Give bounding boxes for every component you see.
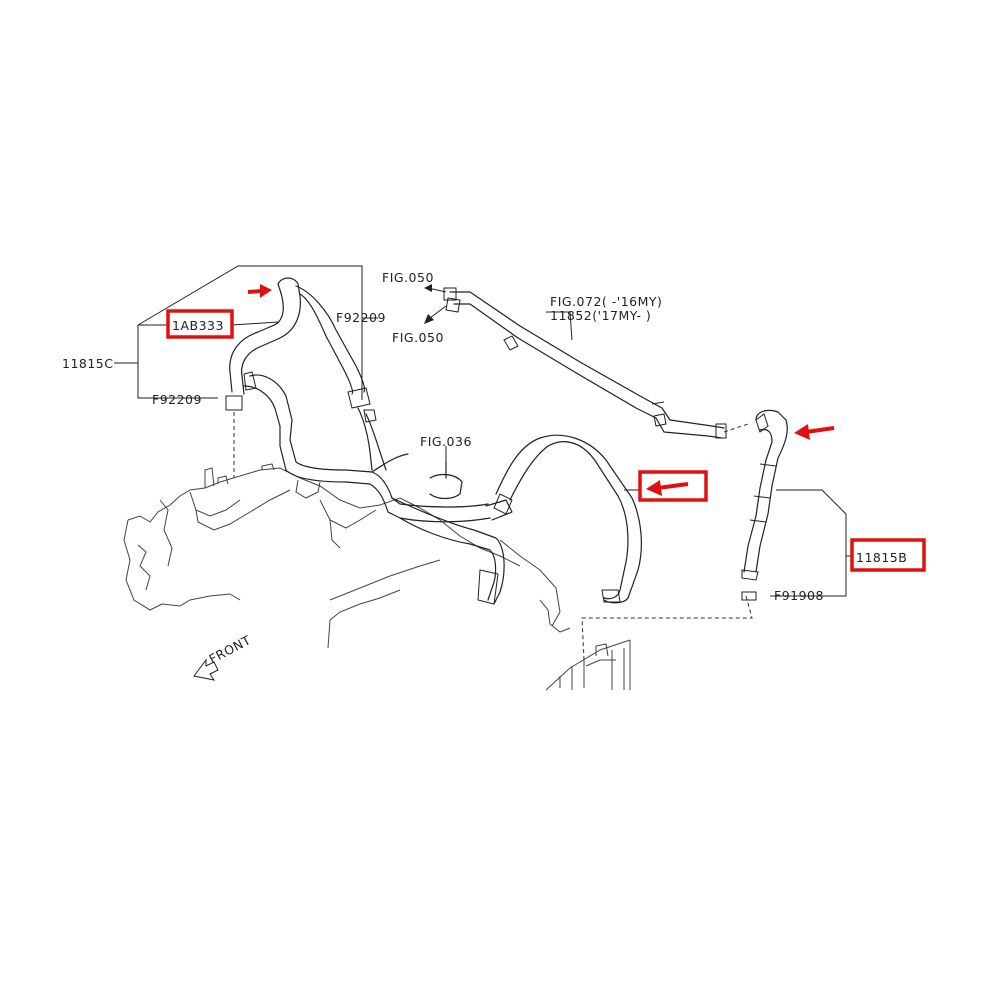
highlight-box-1ab333 [166,309,234,339]
leader-lines [114,265,852,597]
label-f92209-left: F92209 [152,392,202,407]
hose-large-return [493,434,642,604]
pipe-11852 [443,287,727,439]
label-11852: 11852('17MY- ) [550,308,651,323]
highlight-box-11815b [850,538,926,572]
label-11815c: 11815C [62,356,114,371]
arrowhead-fig050-bottom [424,314,434,324]
front-arrow-icon [193,658,219,681]
label-1ab333: 1AB333 [172,318,224,333]
label-11815b: 11815B [856,550,907,565]
arrowhead-fig050-top [424,284,432,292]
label-front: FRONT [206,632,253,666]
label-f91908: F91908 [774,588,824,603]
hose-11815b [741,409,788,601]
red-arrow-icon-center [646,480,689,496]
label-fig072: FIG.072( -'16MY) [550,294,662,309]
red-arrow-icon-top [247,284,272,298]
label-f92209-top: F92209 [336,310,386,325]
red-arrow-icon-right [794,424,835,440]
engine-block-outline [123,463,631,691]
hose-center-branch [243,371,513,605]
dashed-guides [233,412,753,661]
label-fig050-bottom: FIG.050 [392,330,444,345]
hose-1ab333 [225,277,371,411]
label-fig036: FIG.036 [420,434,472,449]
label-fig050-top: FIG.050 [382,270,434,285]
highlight-box-center [638,470,708,502]
